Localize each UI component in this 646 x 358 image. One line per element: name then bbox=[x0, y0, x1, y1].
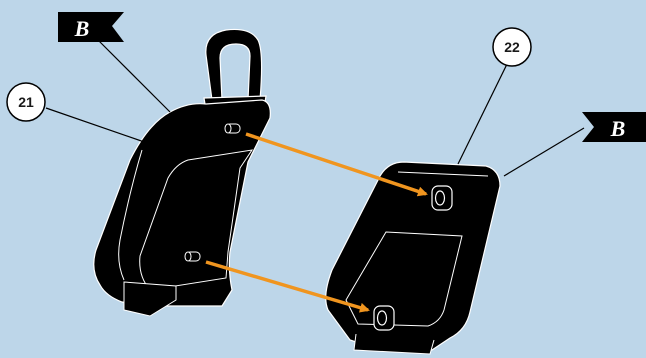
callout-22: 22 bbox=[492, 27, 532, 67]
seat-backrest-part bbox=[93, 28, 271, 317]
cover-bottom-tab bbox=[353, 333, 435, 355]
backrest-side-seam bbox=[118, 149, 143, 281]
leader-line-21 bbox=[45, 107, 151, 145]
flag-left-label: B bbox=[74, 16, 90, 41]
lower-socket bbox=[373, 305, 395, 331]
upper-assembly-arrow bbox=[245, 132, 428, 197]
backrest-bottom-tab bbox=[123, 281, 177, 317]
upper-socket bbox=[431, 185, 453, 211]
lower-assembly-arrow bbox=[205, 260, 370, 313]
callout-22-label: 22 bbox=[504, 39, 520, 55]
flag-left: B bbox=[58, 12, 124, 42]
backrest-body bbox=[93, 99, 271, 307]
flag-right-label: B bbox=[610, 116, 626, 141]
leader-line-22 bbox=[457, 57, 511, 165]
leader-line-flag-left bbox=[97, 39, 171, 113]
callout-21: 21 bbox=[6, 82, 46, 122]
upper-retaining-pin bbox=[224, 123, 241, 134]
backrest-inner-panel bbox=[139, 149, 254, 291]
headrest bbox=[205, 28, 263, 101]
callout-21-label: 21 bbox=[18, 94, 34, 110]
flag-right: B bbox=[582, 112, 646, 142]
leader-line-flag-right bbox=[503, 127, 585, 177]
lower-retaining-pin bbox=[184, 251, 201, 262]
cover-top-lip bbox=[397, 171, 489, 177]
